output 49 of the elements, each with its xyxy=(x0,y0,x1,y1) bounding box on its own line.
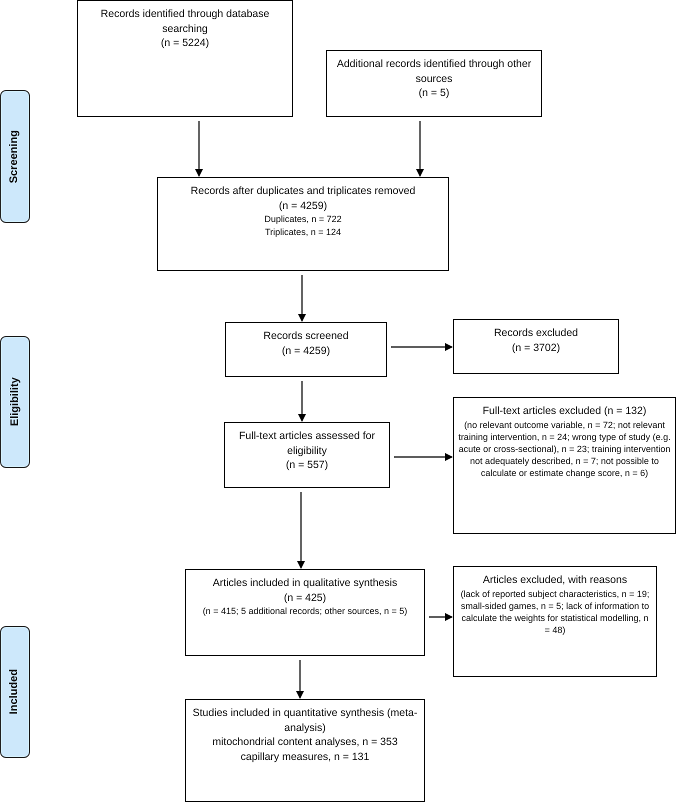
box-text: (n = 4259) xyxy=(278,198,328,214)
box-text: (n = 4259) xyxy=(282,344,330,358)
process-box xyxy=(225,322,387,377)
box-text: (n = 5) xyxy=(418,86,450,102)
box-heading: Records excluded xyxy=(494,326,578,341)
box-text: (n = 3702) xyxy=(512,340,560,356)
box-heading: Additional records identified through other sources xyxy=(336,57,532,86)
box-text: Triplicates, n = 124 xyxy=(265,226,341,238)
box-heading: Full-text articles assessed for eligibility xyxy=(238,429,376,458)
box-heading: Full-text articles excluded (n = 132) xyxy=(482,404,646,419)
box-heading: Records after duplicates and triplicates removed xyxy=(190,184,416,199)
box-text: (no relevant outcome variable, n = 72; not relevant training intervention, n = 24; wrong type of study (e.g. acute or cross-sectional), n = 23; training intervention not adequately described, n = 7; not possible to calculate or estimate change score, n = 6) xyxy=(458,418,671,480)
arrow xyxy=(429,613,453,621)
arrow xyxy=(394,453,453,461)
box-text: mitochondrial content analyses, n = 353 xyxy=(212,735,398,750)
box-text: (n = 5224) xyxy=(160,36,210,52)
process-box xyxy=(453,566,657,677)
arrow xyxy=(298,381,306,422)
phase-name: Eligibility xyxy=(7,378,22,426)
box-heading: Articles included in qualitative synthesis xyxy=(212,576,398,591)
process-box xyxy=(185,569,425,656)
box-heading: Studies included in quantitative synthesis (meta-analysis) xyxy=(192,706,418,736)
box-text: (lack of reported subject characteristics, n = 19; small-sided games, n = 5; lack of information to calculate the weights for statistical modelling, n = 48) xyxy=(460,588,650,636)
arrow xyxy=(391,343,453,351)
phase-name: Screening xyxy=(7,130,22,184)
arrow xyxy=(297,492,305,569)
box-heading: Records screened xyxy=(263,329,349,344)
box-heading: Records identified through database searching xyxy=(100,7,270,36)
process-box xyxy=(453,397,676,534)
box-text: Duplicates, n = 722 xyxy=(264,213,342,226)
process-box xyxy=(453,319,619,374)
phase-name: Included xyxy=(7,669,22,715)
phase-label xyxy=(0,626,30,758)
process-box xyxy=(185,699,425,802)
box-text: (n = 415; 5 additional records; other sources, n = 5) xyxy=(202,605,408,618)
arrow xyxy=(298,275,306,322)
arrow xyxy=(296,660,304,699)
phase-label xyxy=(0,90,30,223)
phase-label xyxy=(0,336,30,468)
box-heading: Articles excluded, with reasons xyxy=(482,573,628,588)
box-text: (n = 557) xyxy=(286,458,328,474)
process-box xyxy=(224,422,390,488)
process-box xyxy=(77,0,293,117)
arrow xyxy=(416,121,424,177)
box-text: capillary measures, n = 131 xyxy=(240,750,370,765)
process-box xyxy=(326,50,542,117)
arrow xyxy=(195,121,203,177)
box-text: (n = 425) xyxy=(284,590,326,606)
process-box xyxy=(157,177,449,271)
